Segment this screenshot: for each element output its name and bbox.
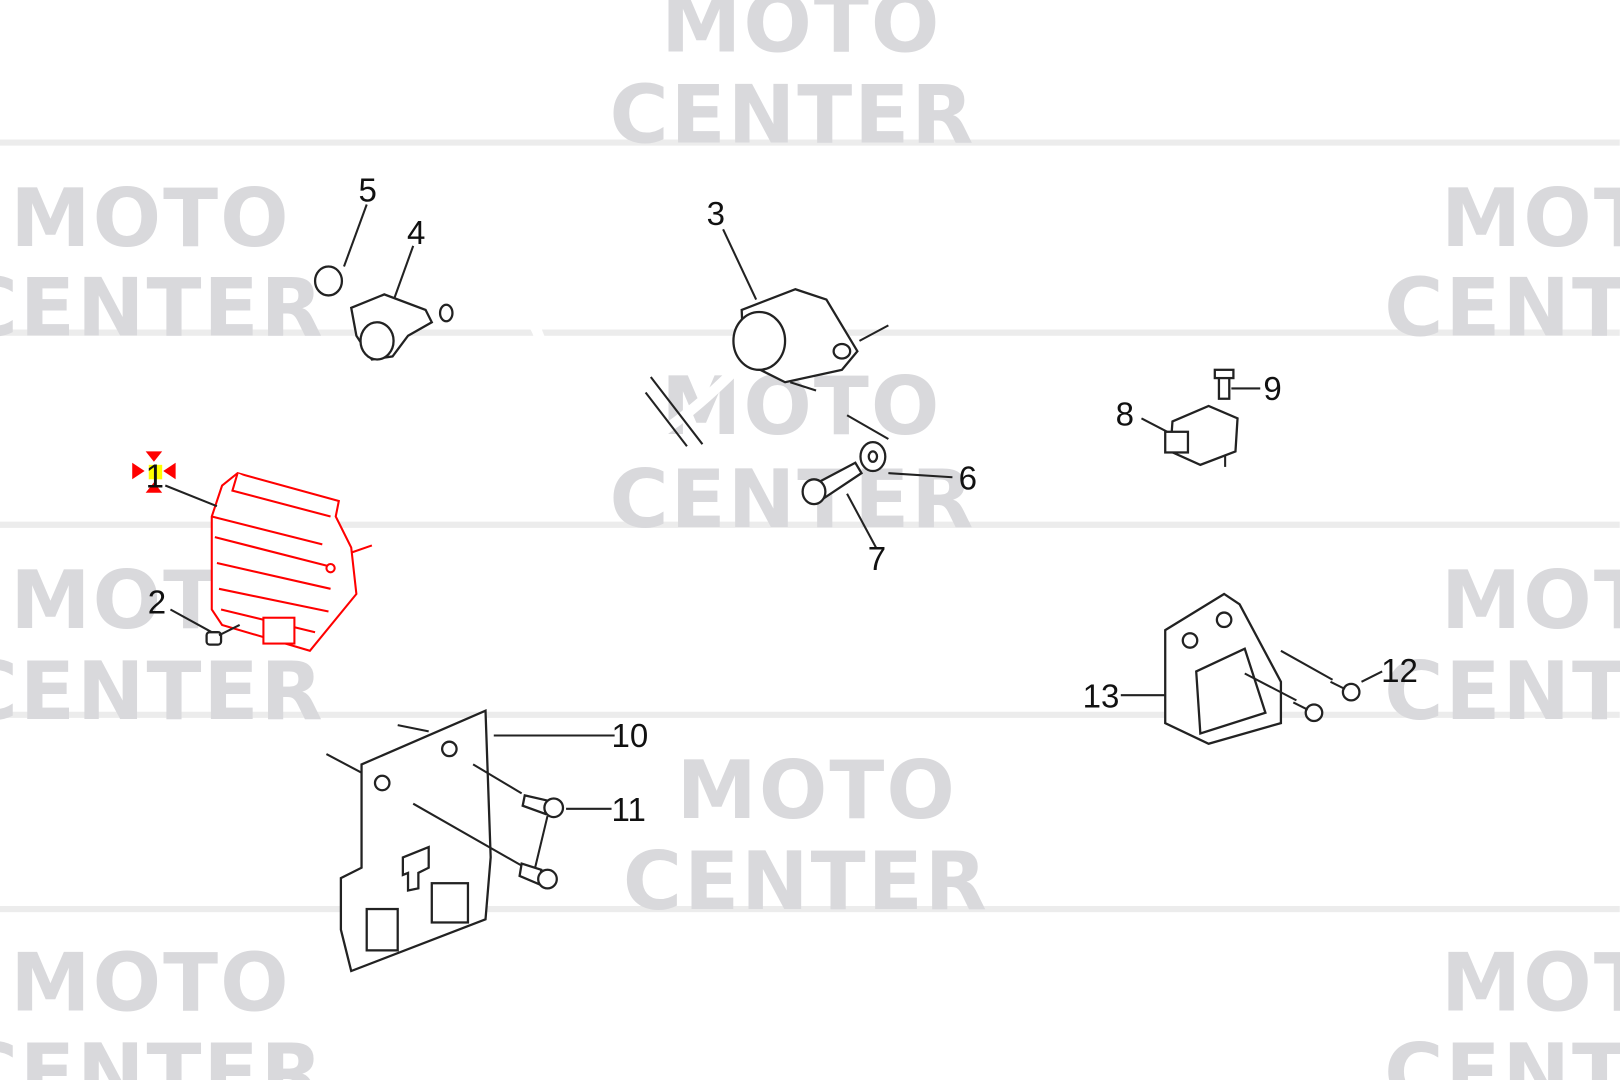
svg-text:CENTER: CENTER xyxy=(0,262,325,356)
callout-1[interactable]: 1 xyxy=(146,459,164,496)
part-1-regulator[interactable] xyxy=(210,471,373,652)
callout-labels: 1 2 3 4 5 6 7 8 9 10 11 12 13 xyxy=(146,172,1418,829)
part-2-screw[interactable] xyxy=(205,624,241,646)
svg-text:CENTER: CENTER xyxy=(0,645,325,739)
callout-6[interactable]: 6 xyxy=(959,461,977,498)
svg-text:CENTER: CENTER xyxy=(609,453,975,547)
svg-text:MOTO: MOTO xyxy=(1441,172,1620,266)
part-9-screw[interactable] xyxy=(1213,368,1235,400)
callout-8[interactable]: 8 xyxy=(1116,397,1134,434)
callout-3[interactable]: 3 xyxy=(707,196,725,233)
svg-text:MOTO: MOTO xyxy=(1441,936,1620,1030)
part-12-screws[interactable] xyxy=(1244,649,1361,723)
part-7-bolt[interactable] xyxy=(801,461,864,506)
part-4-plug-cap[interactable] xyxy=(349,293,434,361)
part-3-ignition-coil[interactable] xyxy=(438,288,889,454)
part-5-cap[interactable] xyxy=(313,265,344,297)
part-10-bracket[interactable] xyxy=(325,708,492,973)
svg-text:MOTO: MOTO xyxy=(661,0,941,72)
part-8-relay[interactable] xyxy=(1164,404,1239,467)
svg-text:MOTO: MOTO xyxy=(677,744,957,838)
svg-text:MOTO: MOTO xyxy=(10,936,290,1030)
part-13-cdi-unit[interactable] xyxy=(1164,592,1283,745)
svg-text:CENTER: CENTER xyxy=(0,1027,325,1080)
svg-text:CENTER: CENTER xyxy=(1384,645,1620,739)
svg-text:CENTER: CENTER xyxy=(1384,262,1620,356)
svg-text:CENTER: CENTER xyxy=(1384,1027,1620,1080)
callout-9[interactable]: 9 xyxy=(1263,371,1281,408)
callout-5[interactable]: 5 xyxy=(358,172,376,209)
callout-2[interactable]: 2 xyxy=(148,585,166,622)
callout-11[interactable]: 11 xyxy=(612,792,646,829)
callout-4[interactable]: 4 xyxy=(407,215,425,252)
svg-text:CENTER: CENTER xyxy=(609,69,975,163)
callout-13[interactable]: 13 xyxy=(1083,679,1120,716)
svg-text:MOTO: MOTO xyxy=(10,172,290,266)
part-11-screws[interactable] xyxy=(412,763,565,890)
callout-10[interactable]: 10 xyxy=(612,718,649,755)
selection-marker-icon xyxy=(132,451,176,493)
callout-12[interactable]: 12 xyxy=(1381,653,1418,690)
callout-7[interactable]: 7 xyxy=(868,541,886,578)
part-6-washer[interactable] xyxy=(859,440,887,473)
svg-text:MOTO: MOTO xyxy=(1441,554,1620,648)
svg-text:CENTER: CENTER xyxy=(623,835,989,929)
